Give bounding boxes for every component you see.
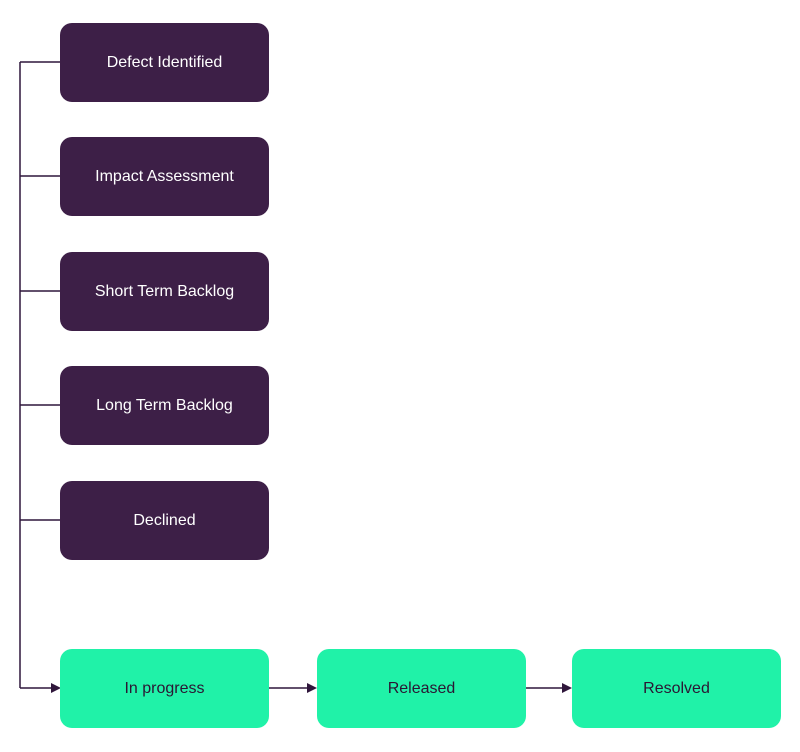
- workflow-node-resolved: Resolved: [572, 649, 781, 728]
- workflow-node-in-progress: In progress: [60, 649, 269, 728]
- workflow-node-released: Released: [317, 649, 526, 728]
- stage-node-short-term-backlog: Short Term Backlog: [60, 252, 269, 331]
- stage-node-impact-assessment: Impact Assessment: [60, 137, 269, 216]
- stage-node-defect-identified: Defect Identified: [60, 23, 269, 102]
- stage-node-long-term-backlog: Long Term Backlog: [60, 366, 269, 445]
- stage-node-declined: Declined: [60, 481, 269, 560]
